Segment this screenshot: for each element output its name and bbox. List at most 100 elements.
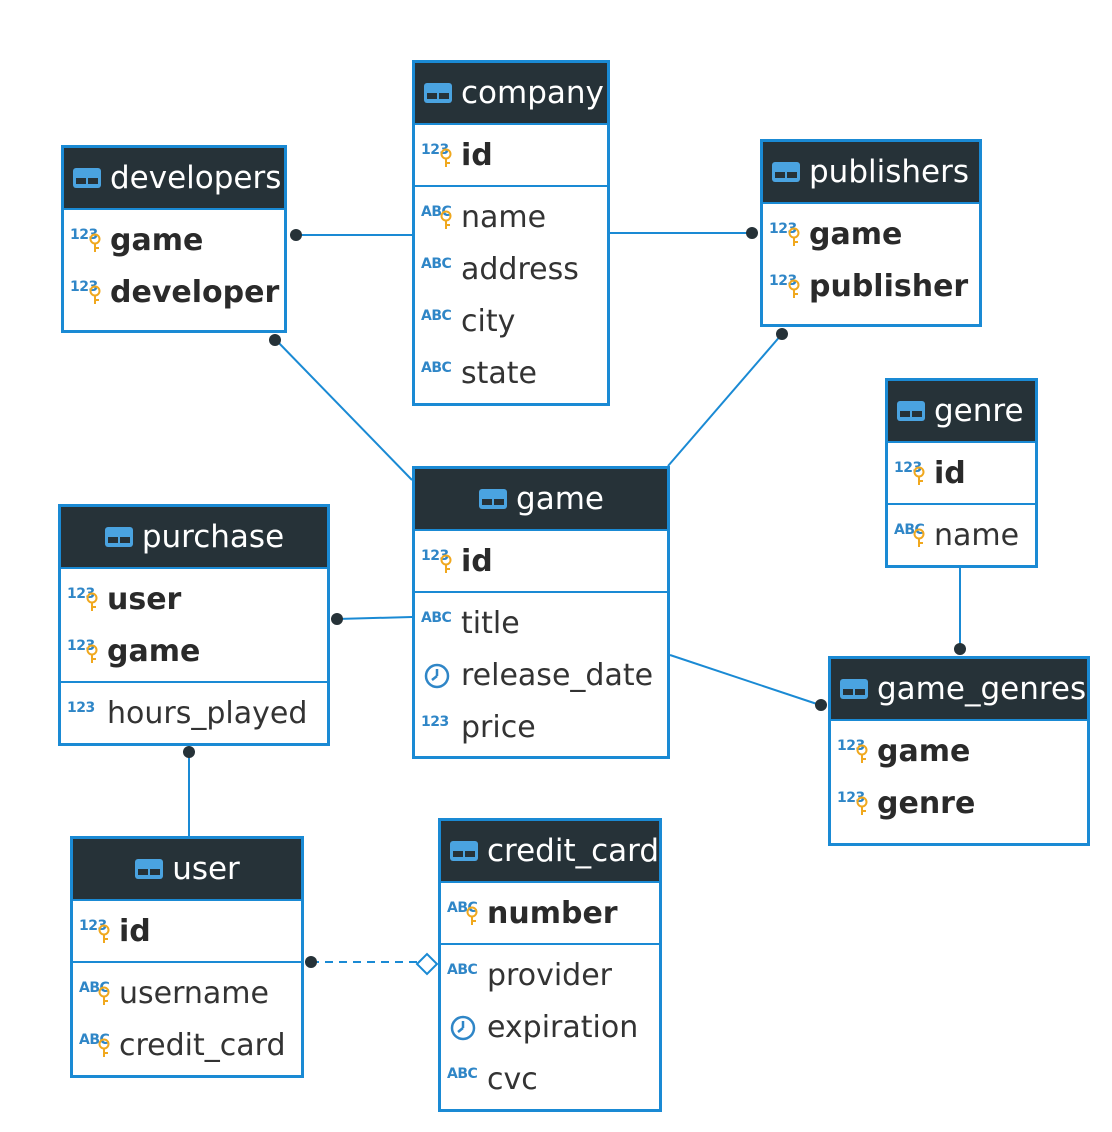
field-name: state <box>461 355 537 391</box>
table-icon <box>772 162 800 182</box>
field-row[interactable]: expiration <box>441 1001 659 1053</box>
key-icon <box>98 1038 110 1057</box>
field-name: credit_card <box>119 1027 286 1063</box>
table-icon <box>840 679 868 699</box>
string-type-icon: ABC <box>421 608 457 638</box>
field-name: game <box>877 733 971 769</box>
table-name: credit_card <box>487 833 660 869</box>
table-name: genre <box>934 393 1024 429</box>
table-header[interactable]: credit_card <box>441 821 659 881</box>
string-type-icon: ABC <box>421 306 457 336</box>
table-header[interactable]: game <box>415 469 667 529</box>
table-header[interactable]: user <box>73 839 301 899</box>
field-row[interactable]: ABC state <box>415 347 607 399</box>
table-icon <box>424 83 452 103</box>
type-code: ABC <box>421 360 452 376</box>
table-header[interactable]: publishers <box>763 142 979 202</box>
string-type-icon: ABC <box>447 960 483 990</box>
table-icon <box>73 168 101 188</box>
field-name: price <box>461 709 536 745</box>
key-icon <box>466 906 478 925</box>
key-icon <box>89 285 101 304</box>
clock-icon <box>450 1015 476 1041</box>
number-type-icon: 123 <box>769 271 805 301</box>
string-type-icon: ABC <box>421 358 457 388</box>
number-type-icon: 123 <box>70 277 106 307</box>
table-name: company <box>461 75 604 111</box>
type-code: ABC <box>421 256 452 272</box>
date-type-icon <box>421 660 457 690</box>
key-icon <box>788 279 800 298</box>
key-icon <box>440 148 452 167</box>
diamond-end-creditcard <box>415 952 439 976</box>
type-code: ABC <box>447 900 478 916</box>
clock-icon <box>424 663 450 689</box>
type-code: ABC <box>421 308 452 324</box>
attribute-section: ABC name <box>888 503 1035 565</box>
table-name: purchase <box>141 519 285 555</box>
fk-dot-purchase-user <box>183 746 195 758</box>
field-row[interactable]: ABC name <box>888 509 1035 561</box>
table-header[interactable]: purchase <box>61 507 327 567</box>
table-header[interactable]: genre <box>888 381 1035 441</box>
table-header[interactable]: game_genres <box>831 659 1087 719</box>
fk-dot-gamegenres-game <box>815 699 827 711</box>
table-header[interactable]: company <box>415 63 607 123</box>
key-icon <box>913 528 925 547</box>
table-header[interactable]: developers <box>64 148 284 208</box>
key-icon <box>440 210 452 229</box>
type-code: ABC <box>447 1066 478 1082</box>
field-name: release_date <box>461 657 654 693</box>
string-type-icon: ABC <box>79 978 115 1008</box>
number-type-icon: 123 <box>894 458 930 488</box>
number-type-icon: 123 <box>67 584 103 614</box>
field-name: name <box>934 517 1020 553</box>
string-type-icon: ABC <box>421 254 457 284</box>
string-type-icon: ABC <box>447 898 483 928</box>
link-game-purchase <box>336 616 413 620</box>
field-row[interactable]: release_date <box>415 649 667 701</box>
fk-dot-user-creditcard <box>305 956 317 968</box>
field-name: developer <box>110 274 280 310</box>
table-icon <box>479 489 508 509</box>
type-code: ABC <box>894 522 925 538</box>
type-code: ABC <box>421 610 452 626</box>
